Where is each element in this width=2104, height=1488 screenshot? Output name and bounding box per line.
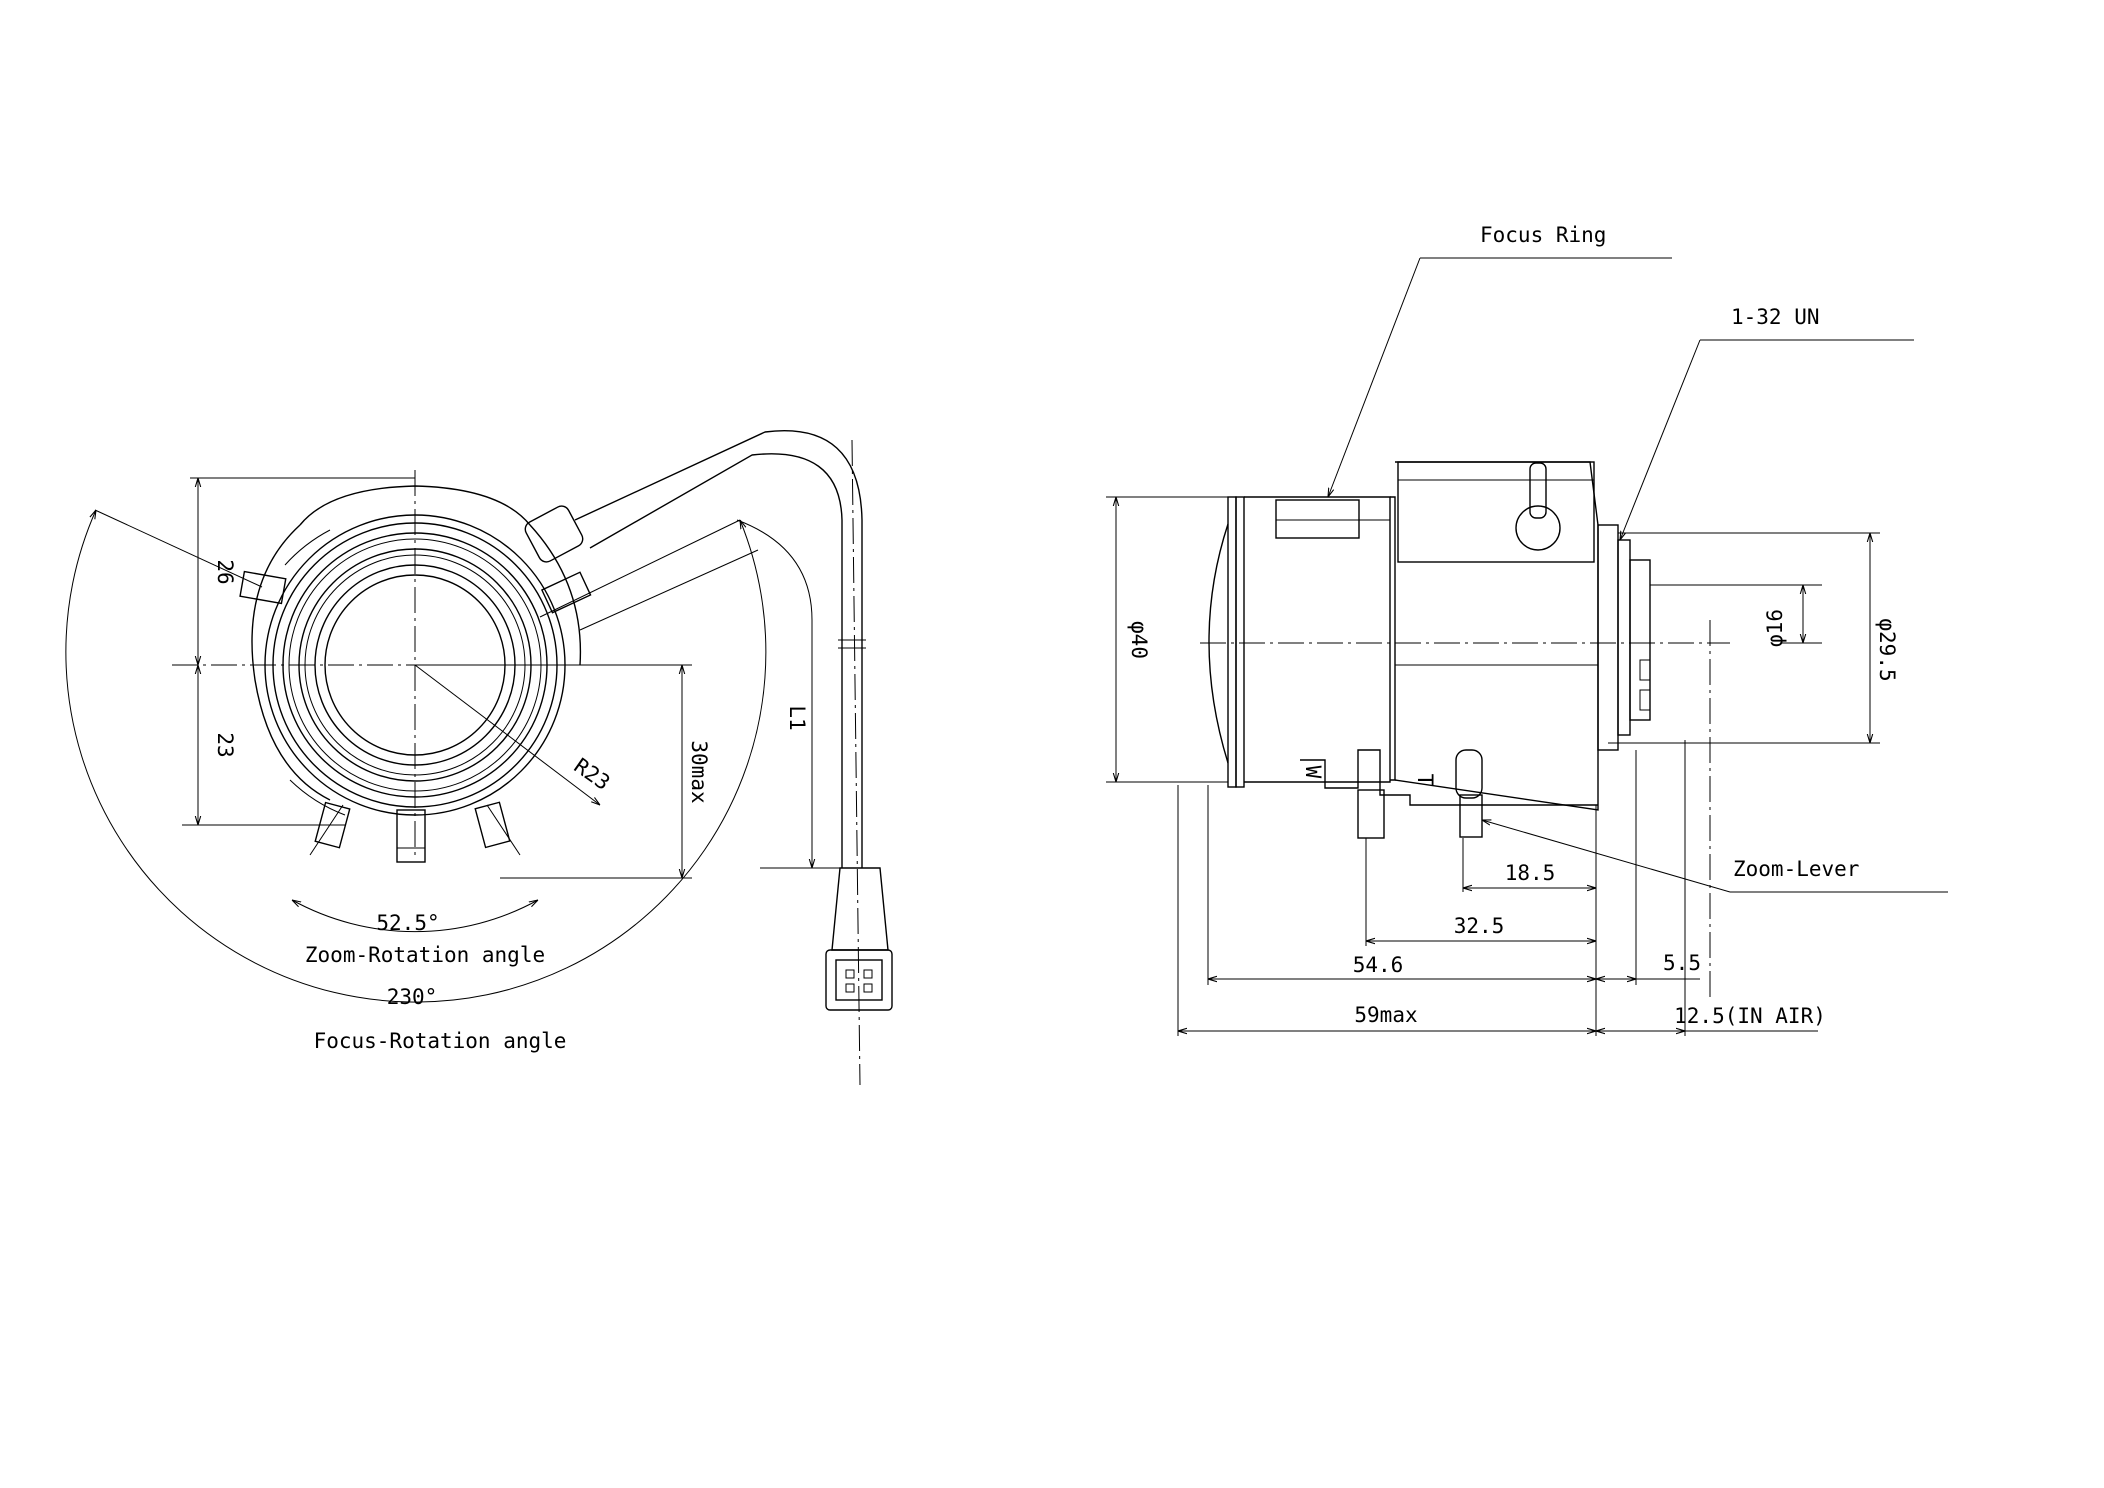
length-dimensions: 18.5 32.5 54.6 5.5 59max 12.5(IN AIR) bbox=[1177, 740, 1826, 1036]
focus-ring-label: Focus Ring bbox=[1480, 223, 1606, 247]
zoom-lever: T W bbox=[1301, 749, 1483, 839]
dia-29-5-dimension: φ29.5 bbox=[1608, 532, 1899, 744]
zoom-lever-label: Zoom-Lever bbox=[1733, 857, 1859, 881]
zoom-lever-callout: Zoom-Lever bbox=[1482, 820, 1948, 893]
lever-mark-t: T bbox=[1413, 774, 1437, 787]
dim-5-5-label: 5.5 bbox=[1663, 951, 1701, 975]
front-glass bbox=[1208, 523, 1229, 764]
front-lens-body bbox=[251, 485, 582, 816]
focus-angle-value: 230° bbox=[387, 985, 438, 1009]
mount-callout: 1-32 UN bbox=[1620, 305, 1914, 540]
dim-12-5-label: 12.5(IN AIR) bbox=[1674, 1004, 1826, 1028]
dim-23-label: 23 bbox=[213, 732, 237, 757]
dia-40-label: φ40 bbox=[1127, 621, 1151, 659]
front-zoom-angle: 52.5° Zoom-Rotation angle bbox=[292, 804, 545, 967]
dim-26-label: 26 bbox=[213, 559, 237, 584]
front-focus-angle: 230° Focus-Rotation angle bbox=[65, 510, 767, 1053]
dim-r23-label: R23 bbox=[570, 754, 615, 795]
dia-29-5-label: φ29.5 bbox=[1875, 618, 1899, 681]
dim-59max-label: 59max bbox=[1354, 1003, 1417, 1027]
dim-54-6-label: 54.6 bbox=[1353, 953, 1404, 977]
focus-knob bbox=[1515, 462, 1561, 551]
focus-ring-callout: Focus Ring bbox=[1328, 223, 1672, 497]
front-r23-dimension: R23 bbox=[414, 664, 615, 805]
lever-mark-w: W bbox=[1301, 766, 1325, 779]
side-view: T W Focus Ring 1-32 UN Zoom-Lever φ40 bbox=[1106, 223, 1948, 1036]
dim-30max-label: 30max bbox=[687, 740, 711, 803]
mount-label: 1-32 UN bbox=[1731, 305, 1820, 329]
front-30max-dimension: 30max bbox=[415, 664, 711, 879]
front-knobs bbox=[239, 570, 592, 863]
zoom-angle-value: 52.5° bbox=[376, 911, 439, 935]
dim-32-5-label: 32.5 bbox=[1454, 914, 1505, 938]
mount-threads bbox=[1597, 524, 1651, 751]
dia-16-dimension: φ16 bbox=[1650, 584, 1822, 647]
focus-angle-caption: Focus-Rotation angle bbox=[314, 1029, 567, 1053]
front-l1-dimension: L1 bbox=[579, 519, 842, 869]
front-cable bbox=[524, 430, 893, 1086]
front-view: 26 23 30max R23 L1 52.5° Zoom- bbox=[65, 430, 893, 1086]
dia-16-label: φ16 bbox=[1763, 609, 1787, 647]
dim-18-5-label: 18.5 bbox=[1505, 861, 1556, 885]
dia-40-dimension: φ40 bbox=[1106, 496, 1228, 783]
zoom-angle-caption: Zoom-Rotation angle bbox=[305, 943, 545, 967]
front-vertical-dimensions: 26 23 bbox=[182, 477, 415, 826]
dim-l1-label: L1 bbox=[785, 705, 809, 730]
